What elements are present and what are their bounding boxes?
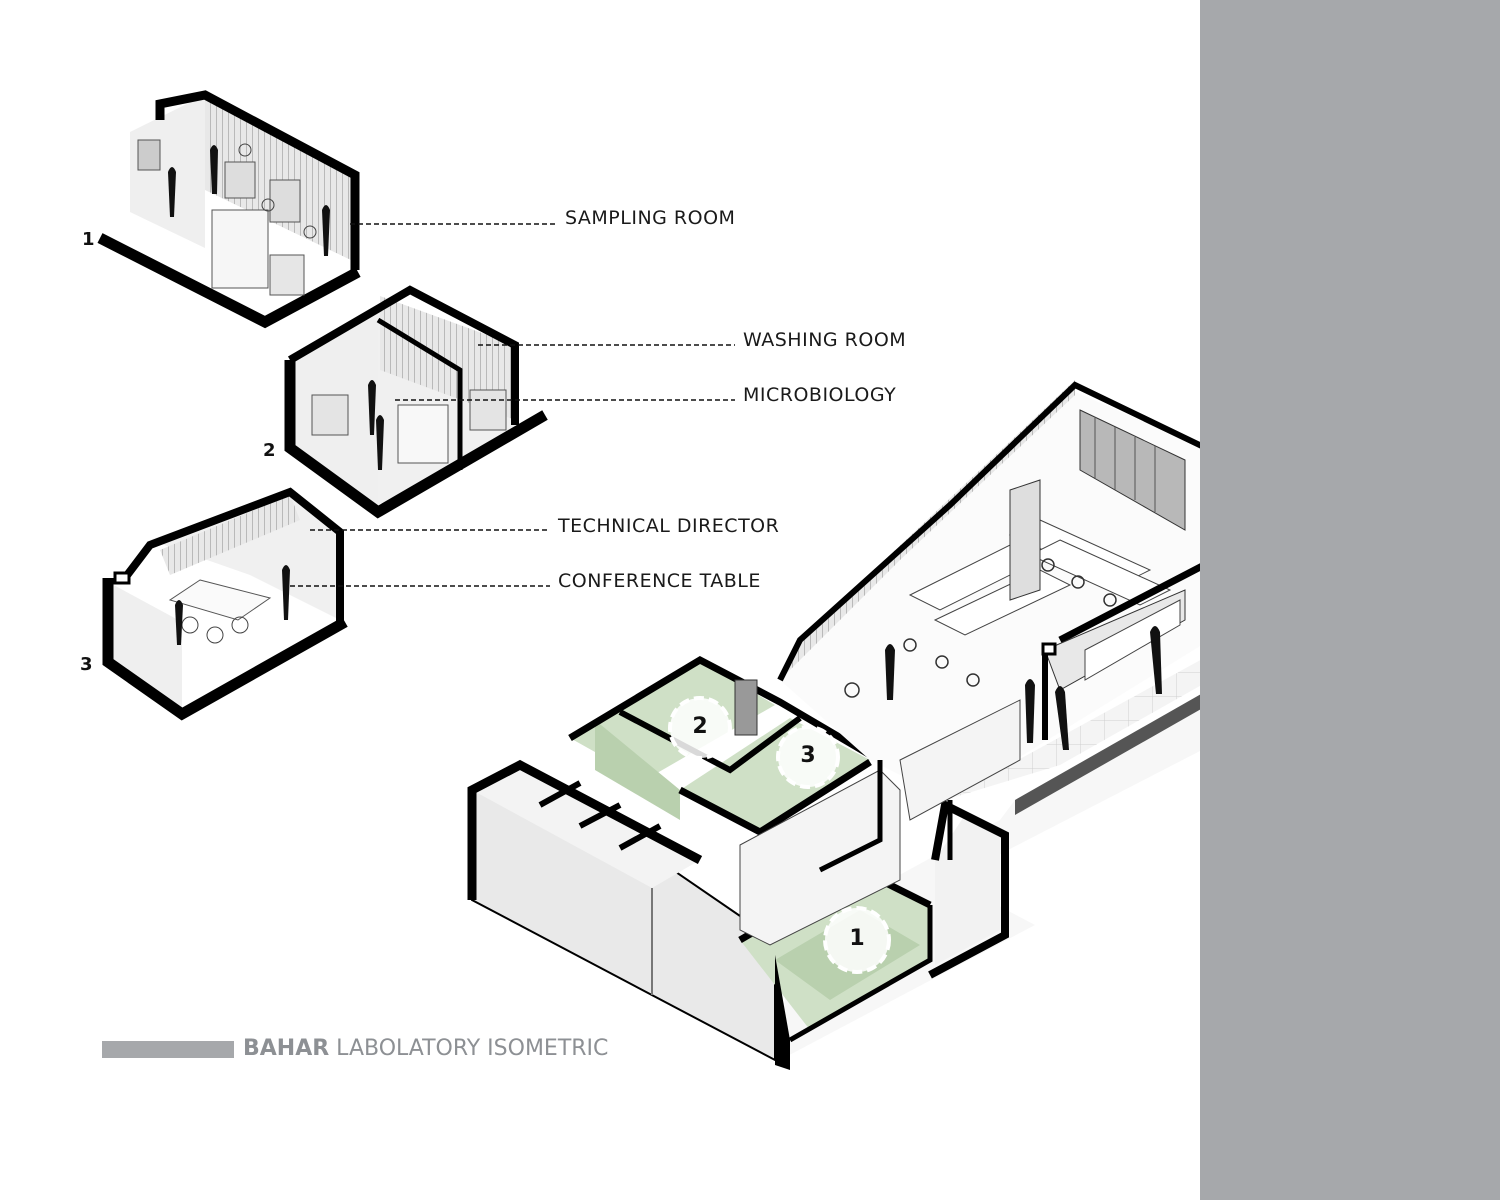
page-title: BAHAR LABOLATORY ISOMETRIC — [243, 1036, 608, 1061]
inset-number-1: 1 — [82, 229, 95, 250]
inset-1-sampling-room — [97, 90, 361, 329]
gray-side-panel — [1200, 0, 1500, 1200]
plan-badges — [668, 696, 891, 974]
inset-2-washing-microbiology — [284, 285, 548, 519]
inset-3-technical-director-conference — [102, 487, 348, 721]
leader-lines — [290, 223, 735, 587]
label-washing-room: WASHING ROOM — [743, 329, 907, 351]
inset-number-2: 2 — [263, 440, 276, 461]
main-floor-plan — [467, 380, 1200, 1070]
label-sampling-room: SAMPLING ROOM — [565, 207, 736, 229]
plan-badge-3: 3 — [800, 743, 816, 768]
isometric-drawing — [97, 90, 1200, 1070]
label-technical-director: TECHNICAL DIRECTOR — [558, 515, 780, 537]
inset-number-3: 3 — [80, 654, 93, 675]
label-microbiology: MICROBIOLOGY — [743, 384, 897, 406]
label-conference-table: CONFERENCE TABLE — [558, 570, 761, 592]
title-bold: BAHAR — [243, 1036, 330, 1061]
title-accent-bar — [102, 1041, 234, 1058]
title-rest: LABOLATORY ISOMETRIC — [329, 1036, 609, 1061]
plan-badge-2: 2 — [692, 714, 708, 739]
plan-badge-1: 1 — [849, 926, 865, 951]
